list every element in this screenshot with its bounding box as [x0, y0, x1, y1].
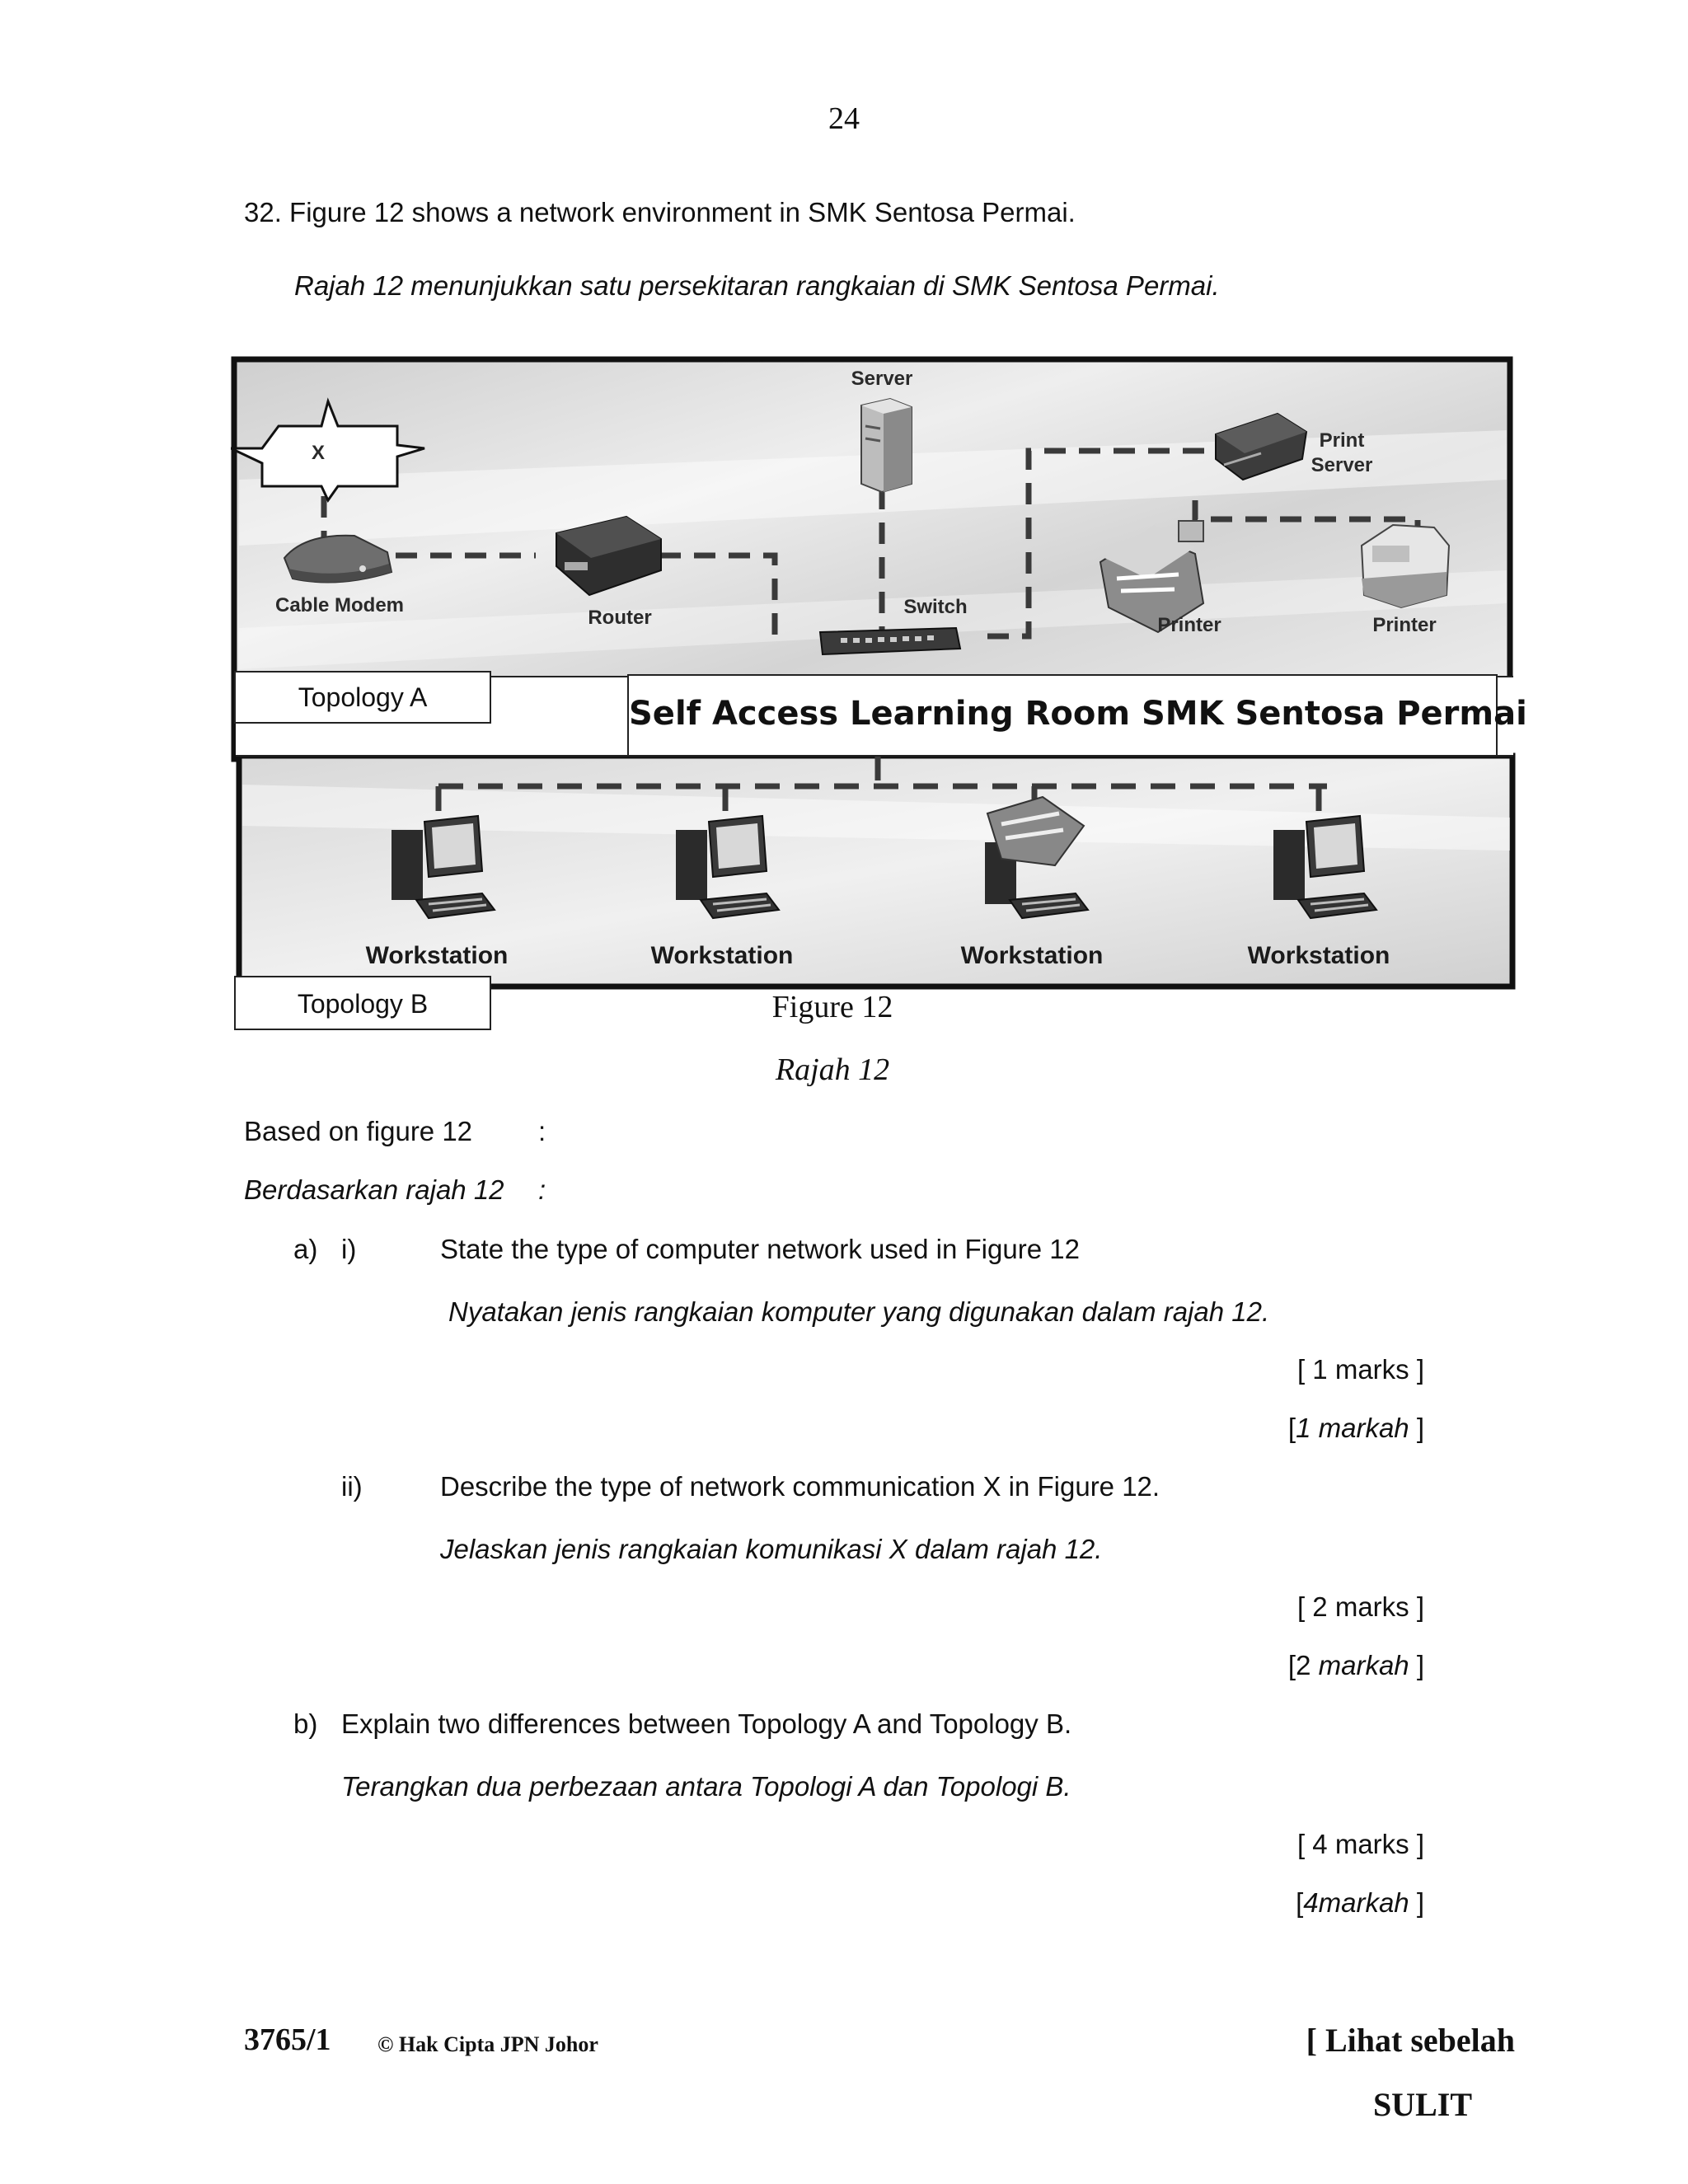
workstation-4-label: Workstation	[1248, 942, 1390, 969]
printer-2-icon	[1360, 523, 1451, 609]
part-a-ii-num: ii)	[341, 1471, 363, 1502]
workstation-1-icon	[392, 814, 496, 920]
part-b-marks-en: [ 4 marks ]	[1296, 1829, 1424, 1859]
printer-1-label: Printer	[1157, 614, 1221, 636]
part-b-en: Explain two differences between Topology…	[341, 1708, 1072, 1739]
topology-b-label: Topology B	[234, 976, 491, 1030]
paper-code: 3765/1	[244, 2022, 331, 2057]
print-server-label-2: Server	[1311, 454, 1373, 476]
topology-a-label: Topology A	[234, 671, 491, 724]
part-a-i-en: State the type of computer network used …	[440, 1234, 1080, 1264]
switch-icon	[818, 626, 962, 656]
print-server-icon	[1215, 412, 1308, 481]
next-page-note: [ Lihat sebelah	[1306, 2022, 1515, 2059]
part-b-ms: Terangkan dua perbezaan antara Topologi …	[341, 1771, 1071, 1802]
network-x-shape	[231, 397, 425, 503]
cable-modem-icon	[283, 534, 393, 583]
print-server-label-1: Print	[1320, 429, 1365, 452]
page-number: 24	[828, 101, 860, 136]
part-a-i-marks-en: [ 1 marks ]	[1296, 1354, 1424, 1385]
part-b-marks-ms: [4markah ]	[1296, 1887, 1424, 1918]
network-figure: X Cable Modem Router Server	[231, 356, 1527, 1030]
figure-caption-ms: Rajah 12	[775, 1052, 890, 1087]
printer-1-icon	[1099, 520, 1205, 634]
workstation-2-icon	[676, 814, 781, 920]
part-a-ii-en: Describe the type of network communicati…	[440, 1471, 1160, 1502]
x-label: X	[312, 442, 325, 464]
based-on-colon-ms: :	[538, 1174, 546, 1205]
question-intro-ms: Rajah 12 menunjukkan satu persekitaran r…	[294, 270, 1220, 301]
workstation-3-icon	[985, 795, 1090, 920]
based-on-colon: :	[538, 1116, 546, 1146]
workstation-3-label: Workstation	[961, 942, 1104, 969]
part-a-label: a)	[293, 1234, 318, 1264]
workstation-4-icon	[1273, 814, 1378, 920]
printer-2-label: Printer	[1372, 614, 1436, 636]
network-diagram: X Cable Modem Router Server	[231, 356, 1516, 990]
router-label: Router	[588, 607, 651, 629]
part-a-i-num: i)	[341, 1234, 357, 1264]
part-a-ii-marks-en: [ 2 marks ]	[1296, 1591, 1424, 1622]
based-on-en: Based on figure 12	[244, 1116, 473, 1146]
server-icon	[860, 397, 912, 494]
room-title: Self Access Learning Room SMK Sentosa Pe…	[627, 674, 1527, 757]
workstation-1-label: Workstation	[366, 942, 509, 969]
copyright: © Hak Cipta JPN Johor	[377, 2032, 598, 2056]
switch-label: Switch	[903, 596, 967, 618]
server-label: Server	[851, 368, 913, 390]
part-b-label: b)	[293, 1708, 318, 1739]
cable-modem-label: Cable Modem	[275, 594, 404, 616]
workstation-2-label: Workstation	[651, 942, 794, 969]
part-a-i-ms: Nyatakan jenis rangkaian komputer yang d…	[448, 1296, 1270, 1327]
part-a-ii-marks-ms: [2 markah ]	[1287, 1650, 1424, 1680]
based-on-ms: Berdasarkan rajah 12	[244, 1174, 504, 1205]
question-intro-en: 32. Figure 12 shows a network environmen…	[244, 197, 1076, 227]
part-a-ii-ms: Jelaskan jenis rangkaian komunikasi X da…	[440, 1534, 1103, 1564]
figure-caption-en: Figure 12	[771, 990, 893, 1024]
sulit-mark: SULIT	[1372, 2086, 1472, 2123]
router-icon	[556, 515, 662, 597]
part-a-i-marks-ms: [1 markah ]	[1287, 1413, 1424, 1443]
